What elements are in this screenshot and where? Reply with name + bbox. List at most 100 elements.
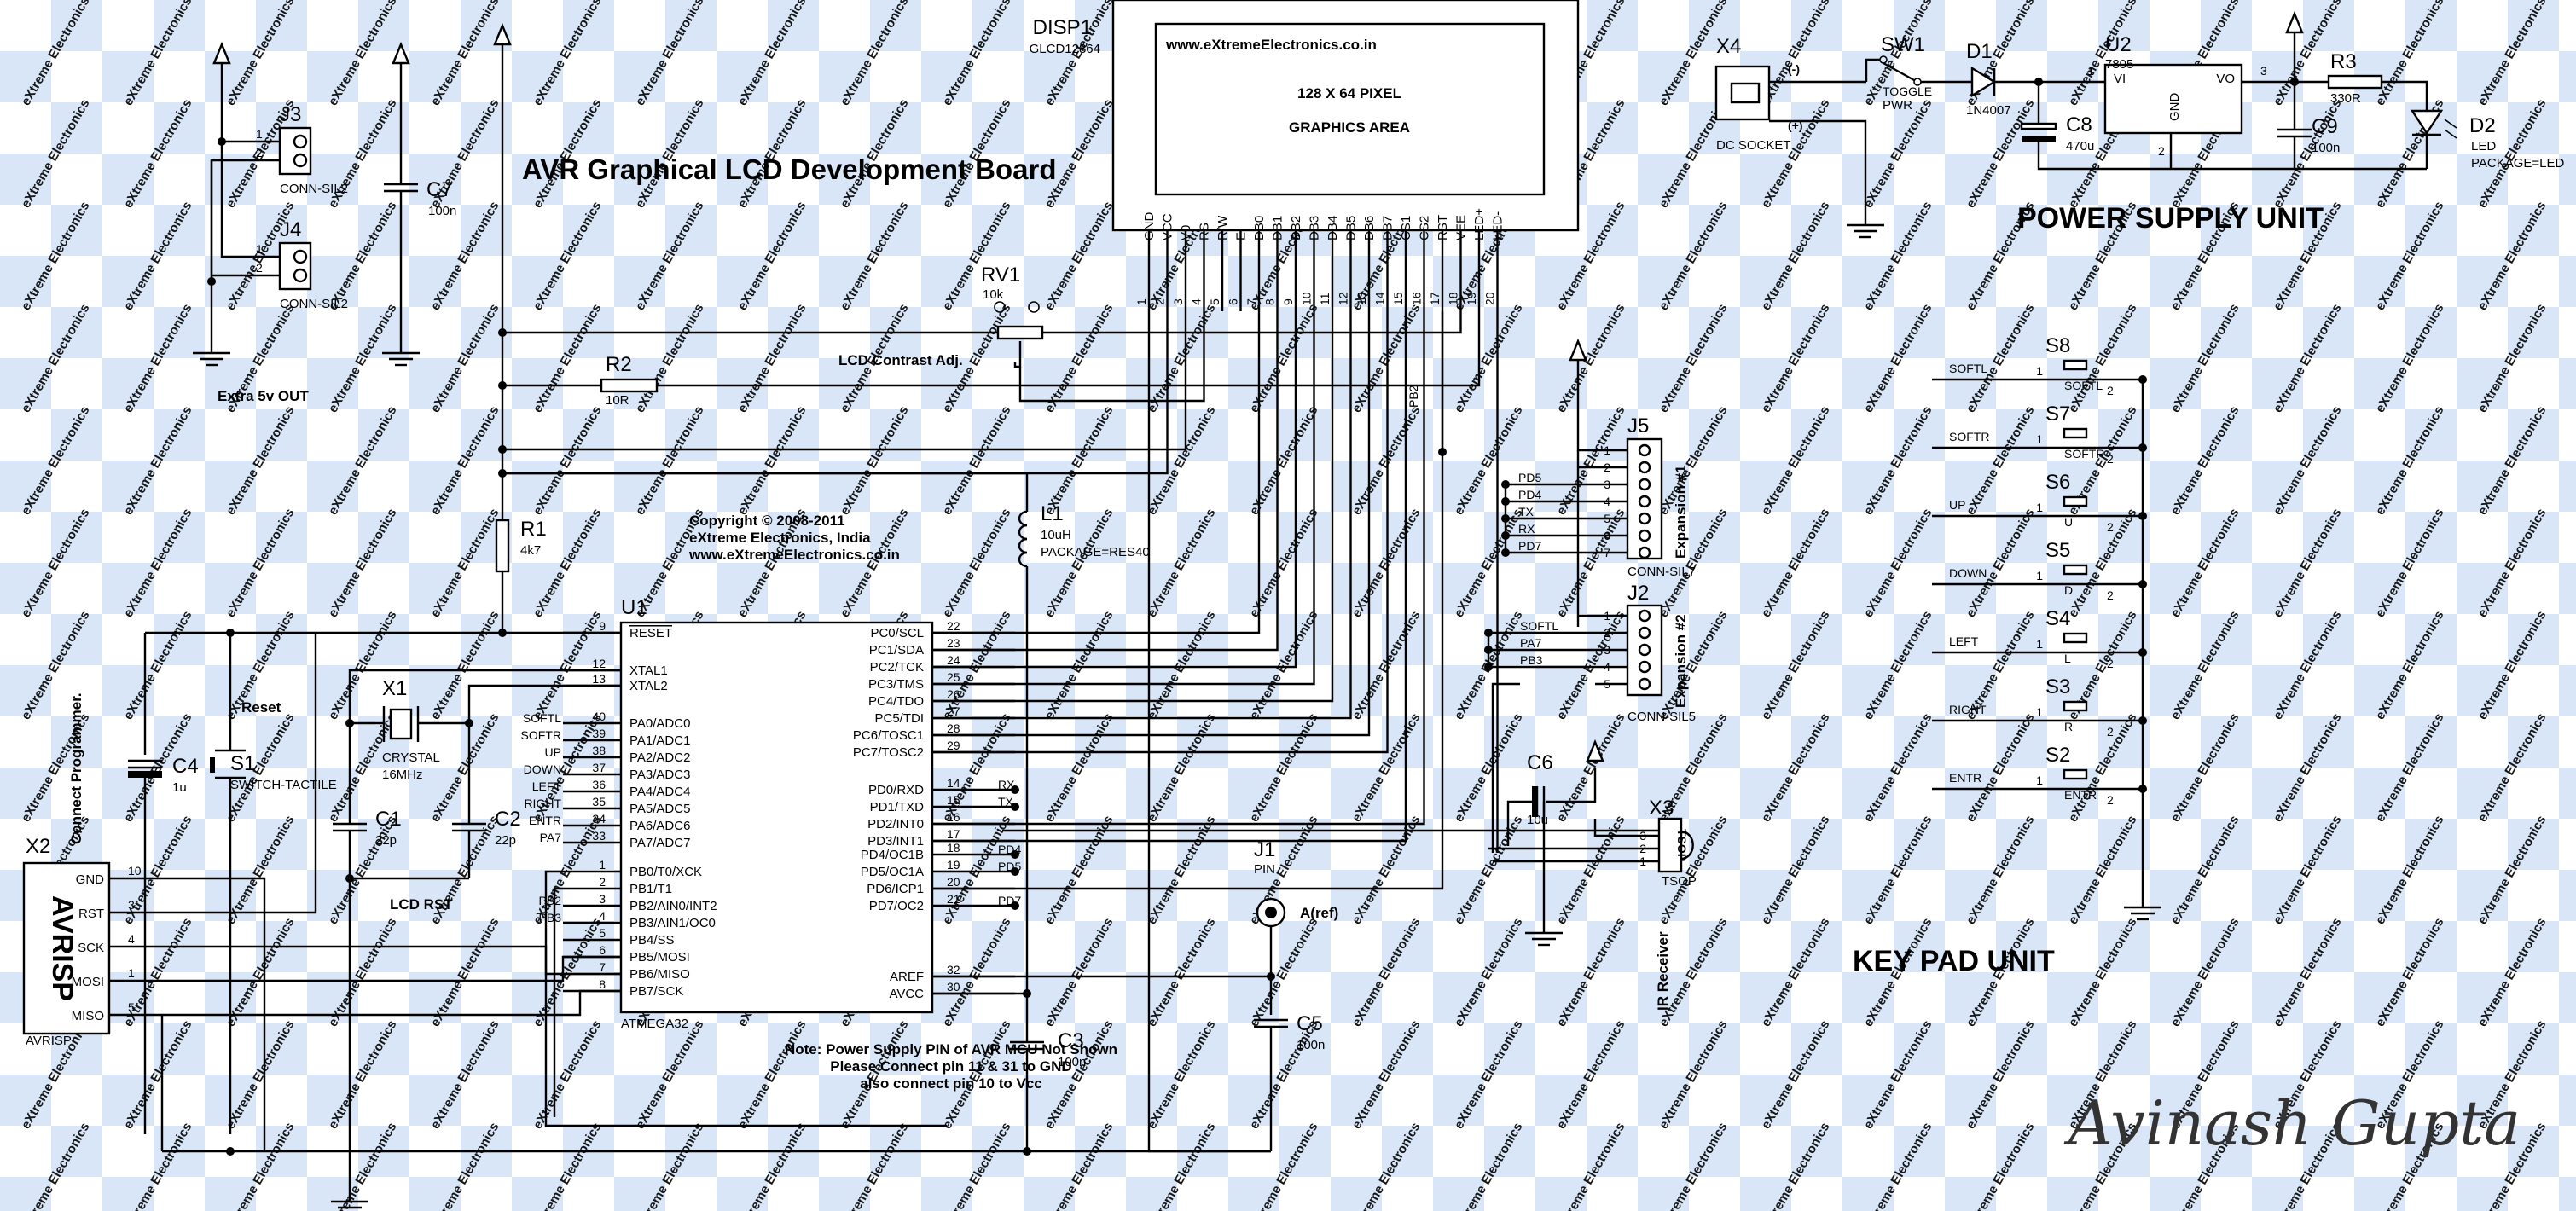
mcu-pin-number: 39 xyxy=(592,727,606,740)
mcu-pin-number: 22 xyxy=(947,619,960,633)
net-label: LEFT xyxy=(532,779,562,793)
glcd-pin-name: VCC xyxy=(1161,213,1175,240)
pin-number: 2 xyxy=(256,261,263,275)
mcu-pin-name: PB4/SS xyxy=(629,933,675,947)
wire xyxy=(1865,58,1880,82)
mcu-pin-name: PA5/ADC5 xyxy=(629,802,690,816)
keypad-switch-ref: S4 xyxy=(2045,607,2070,630)
mcu-pin-name: PC7/TOSC2 xyxy=(853,745,924,760)
glcd-pin-number: 13 xyxy=(1355,292,1368,305)
net-label: PB3 xyxy=(1520,653,1543,667)
mcu-pin-number: 7 xyxy=(599,960,606,974)
wire xyxy=(932,311,1407,843)
mcu-pin-name: RESET xyxy=(629,626,672,640)
mcu-pin-name: PC2/TCK xyxy=(870,660,924,675)
pin-number: 1 xyxy=(1604,609,1610,623)
glcd-pin-number: 1 xyxy=(1134,298,1148,305)
C8-ref: C8 xyxy=(2066,113,2092,136)
ir-receiver-label: IR Receiver xyxy=(1655,931,1671,1011)
glcd-pin-number: 5 xyxy=(1208,298,1221,305)
C1-val: 22p xyxy=(375,833,397,848)
pin-number: 2 xyxy=(1639,842,1646,855)
J2-part: CONN-SIL5 xyxy=(1627,710,1696,724)
lcd-rst-label: LCD RST xyxy=(390,896,453,913)
SW1-ref: SW1 xyxy=(1881,33,1925,56)
glcd-pin-number: 4 xyxy=(1190,298,1204,305)
glcd-ref: DISP1 xyxy=(1033,16,1092,39)
glcd-pin-number: 8 xyxy=(1263,298,1277,305)
C7-val: 100n xyxy=(428,204,456,218)
conn-pin xyxy=(293,153,308,168)
net-label: UP xyxy=(545,745,561,759)
glcd-pin-number: 7 xyxy=(1244,298,1258,305)
isp-pin-number: 5 xyxy=(128,1000,135,1014)
conn-pin xyxy=(1638,495,1651,508)
mcu-pin-name: PC4/TDO xyxy=(868,694,924,709)
mcu-pin-number: 15 xyxy=(947,793,960,807)
pin-number: 1 xyxy=(1604,443,1610,457)
mcu-pin-name: XTAL1 xyxy=(629,663,668,678)
net-label: DOWN xyxy=(524,762,561,776)
C5-ref: C5 xyxy=(1297,1012,1323,1035)
glcd-pin-number: 15 xyxy=(1391,292,1405,305)
pin-number: 1 xyxy=(2036,364,2043,378)
wire xyxy=(1491,682,1520,853)
isp-pin-number: 1 xyxy=(128,966,135,980)
C4-ref: C4 xyxy=(172,755,199,778)
net-label: ENTR xyxy=(1949,771,1981,785)
J3-part: CONN-SIL2 xyxy=(280,182,348,196)
glcd-pin-name: E xyxy=(1234,232,1249,240)
wire xyxy=(162,989,621,1017)
wires xyxy=(109,32,2428,1202)
keypad-switch-label: U xyxy=(2064,515,2073,529)
J1-pin-center xyxy=(1265,907,1277,918)
R1-val: 4k7 xyxy=(520,543,541,558)
mcu-pin-number: 2 xyxy=(599,875,606,889)
glcd-pin-name: CS2 xyxy=(1418,216,1432,240)
pin-number: 1 xyxy=(2036,501,2043,514)
RV1-val: 10k xyxy=(983,287,1004,302)
mcu-pin-name: PB0/T0/XCK xyxy=(629,865,702,879)
C2-val: 22p xyxy=(495,833,516,848)
junction-dot xyxy=(1011,803,1019,811)
conn-pin xyxy=(1638,660,1651,674)
glcd-pin-name: RST xyxy=(1436,215,1450,240)
wire xyxy=(444,684,621,725)
mcu-pin-number: 20 xyxy=(947,875,960,889)
wire xyxy=(932,311,1371,737)
net-label: SOFTR xyxy=(521,728,561,742)
keypad-switch-label: ENTR xyxy=(2064,788,2097,802)
wire xyxy=(348,669,621,725)
mcu-pin-number: 17 xyxy=(947,827,960,841)
isp-pin-number: 3 xyxy=(128,898,135,912)
mcu-pin-name: PD5/OC1A xyxy=(861,865,924,879)
mcu-pin-name: PC1/SDA xyxy=(869,643,924,658)
diagram-title: AVR Graphical LCD Development Board xyxy=(522,154,1057,185)
J3-body xyxy=(278,126,312,176)
mcu-ref: U1 xyxy=(621,596,647,619)
C6-val: 10u xyxy=(1527,813,1548,827)
glcd-pin-number: 18 xyxy=(1447,292,1460,305)
U2-vo: VO xyxy=(2216,72,2235,86)
wire xyxy=(932,311,1261,634)
pin-number: 2 xyxy=(2107,520,2114,534)
net-label: RX xyxy=(1518,522,1535,536)
mcu-pin-number: 35 xyxy=(592,795,606,808)
avrisp-vertical-label: AVRISP xyxy=(46,895,78,1001)
vcc-arrow-symbol xyxy=(212,41,231,65)
mcu-pin-name: PB7/SCK xyxy=(629,984,683,999)
pin-number: 1 xyxy=(2036,705,2043,719)
glcd-area-label: GRAPHICS AREA xyxy=(1289,119,1410,136)
isp-pin-name: GND xyxy=(76,872,105,887)
net-label: SOFTL xyxy=(1949,362,1987,375)
keypad-switch-label: SOFTR xyxy=(2064,447,2104,461)
wire xyxy=(932,311,1444,890)
conn-pin xyxy=(1638,626,1651,640)
L1-ref: L1 xyxy=(1041,502,1064,525)
mcu-body xyxy=(619,621,934,1014)
mcu-pin-number: 18 xyxy=(947,841,960,855)
conn-pin xyxy=(1638,677,1651,691)
D2-led xyxy=(2410,109,2444,136)
mcu-pin-name: PA3/ADC3 xyxy=(629,768,690,782)
wire xyxy=(544,870,947,1127)
